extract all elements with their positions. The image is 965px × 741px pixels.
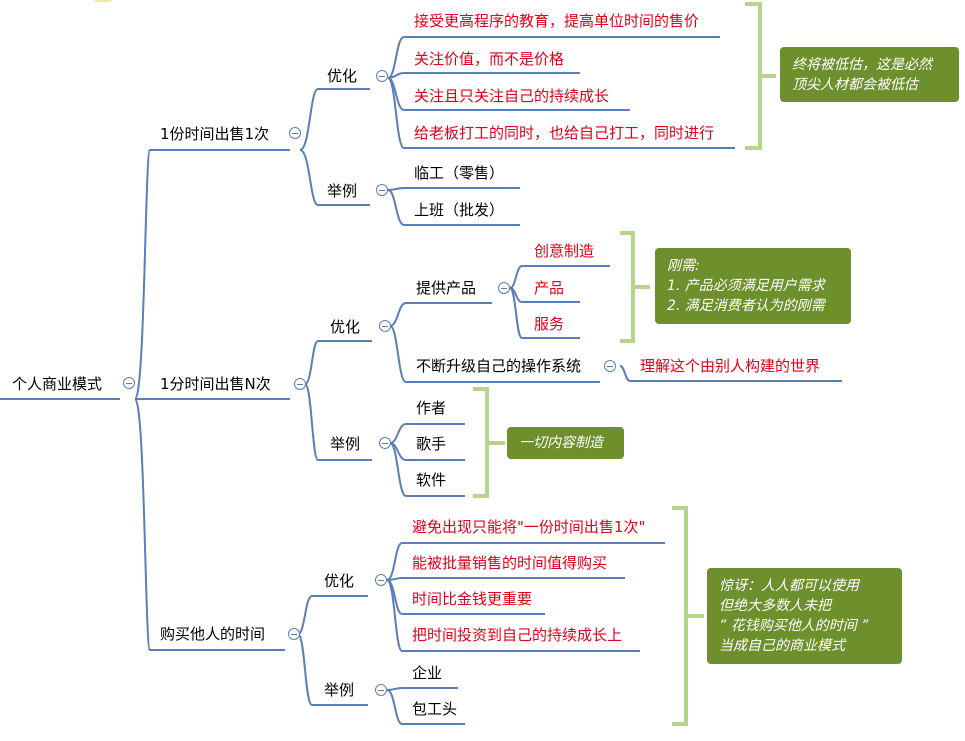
root-topic[interactable]: 个人商业模式 xyxy=(12,375,103,393)
collapse-toggle-icon[interactable] xyxy=(604,360,616,372)
branch-buy-time[interactable]: 购买他人的时间 xyxy=(160,625,266,643)
b3-opt-item[interactable]: 把时间投资到自己的持续成长上 xyxy=(412,626,623,644)
b2-product-note-box[interactable]: 刚需: 1. 产品必须满足用户需求 2. 满足消费者认为的刚需 xyxy=(655,248,851,324)
b2-product-item[interactable]: 创意制造 xyxy=(534,242,595,260)
note-line: ” 花钱购买他人的时间 ” xyxy=(719,618,869,634)
collapse-toggle-icon[interactable] xyxy=(294,378,306,390)
note-line: 当成自己的商业模式 xyxy=(719,638,845,654)
b1-optimize-topic[interactable]: 优化 xyxy=(327,67,358,85)
b2-product-item[interactable]: 产品 xyxy=(534,279,565,297)
b1-opt-item[interactable]: 关注价值，而不是价格 xyxy=(414,50,565,68)
branch-sell-n-times[interactable]: 1分时间出售N次 xyxy=(160,375,271,393)
b3-optimize-topic[interactable]: 优化 xyxy=(324,572,355,590)
collapse-toggle-icon[interactable] xyxy=(376,184,388,196)
b1-note-box[interactable]: 终将被低估，这是必然 顶尖人材都会被低估 xyxy=(780,47,959,102)
collapse-toggle-icon[interactable] xyxy=(379,320,391,332)
collapse-toggle-icon[interactable] xyxy=(498,282,510,294)
b2-example-item[interactable]: 歌手 xyxy=(416,435,447,453)
note-line: 惊讶：人人都可以使用 xyxy=(719,578,859,594)
collapse-toggle-icon[interactable] xyxy=(375,684,387,696)
collapse-toggle-icon[interactable] xyxy=(375,574,387,586)
b3-opt-item[interactable]: 能被批量销售的时间值得购买 xyxy=(412,554,608,572)
b2-product-topic[interactable]: 提供产品 xyxy=(416,279,477,297)
b2-upgrade-item[interactable]: 理解这个由别人构建的世界 xyxy=(640,357,821,375)
b2-optimize-topic[interactable]: 优化 xyxy=(330,318,361,336)
b2-product-item[interactable]: 服务 xyxy=(534,315,565,333)
b1-opt-item[interactable]: 给老板打工的同时，也给自己打工，同时进行 xyxy=(414,124,715,142)
b3-opt-item[interactable]: 避免出现只能将"一份时间出售1次" xyxy=(412,518,646,536)
b3-opt-item[interactable]: 时间比金钱更重要 xyxy=(412,590,533,608)
b2-example-item[interactable]: 作者 xyxy=(416,399,447,417)
note-line: 2. 满足消费者认为的刚需 xyxy=(667,298,825,314)
b3-example-item[interactable]: 企业 xyxy=(412,664,443,682)
collapse-toggle-icon[interactable] xyxy=(289,127,301,139)
collapse-toggle-icon[interactable] xyxy=(379,437,391,449)
note-line: 刚需: xyxy=(667,258,700,274)
collapse-toggle-icon[interactable] xyxy=(376,70,388,82)
note-line: 但绝大多数人未把 xyxy=(719,598,831,614)
b1-opt-item[interactable]: 关注且只关注自己的持续成长 xyxy=(414,87,610,105)
b3-note-box[interactable]: 惊讶：人人都可以使用 但绝大多数人未把 ” 花钱购买他人的时间 ” 当成自己的商… xyxy=(707,568,902,664)
b2-example-item[interactable]: 软件 xyxy=(416,471,447,489)
note-line: 顶尖人材都会被低估 xyxy=(792,77,918,93)
b2-upgrade-topic[interactable]: 不断升级自己的操作系统 xyxy=(416,357,582,375)
note-line: 终将被低估，这是必然 xyxy=(792,57,932,73)
b1-example-item[interactable]: 上班（批发） xyxy=(414,201,505,219)
b3-example-topic[interactable]: 举例 xyxy=(324,681,355,699)
b2-example-topic[interactable]: 举例 xyxy=(330,435,361,453)
collapse-toggle-icon[interactable] xyxy=(123,377,135,389)
branch-sell-once[interactable]: 1份时间出售1次 xyxy=(160,125,270,143)
b3-example-item[interactable]: 包工头 xyxy=(412,700,458,718)
b1-example-topic[interactable]: 举例 xyxy=(327,182,358,200)
collapse-toggle-icon[interactable] xyxy=(288,628,300,640)
b1-example-item[interactable]: 临工（零售） xyxy=(414,164,505,182)
note-line: 1. 产品必须满足用户需求 xyxy=(667,278,825,294)
note-line: 一切内容制造 xyxy=(519,435,603,451)
b1-opt-item[interactable]: 接受更高程序的教育，提高单位时间的售价 xyxy=(414,12,700,30)
b2-example-note-box[interactable]: 一切内容制造 xyxy=(507,427,624,459)
